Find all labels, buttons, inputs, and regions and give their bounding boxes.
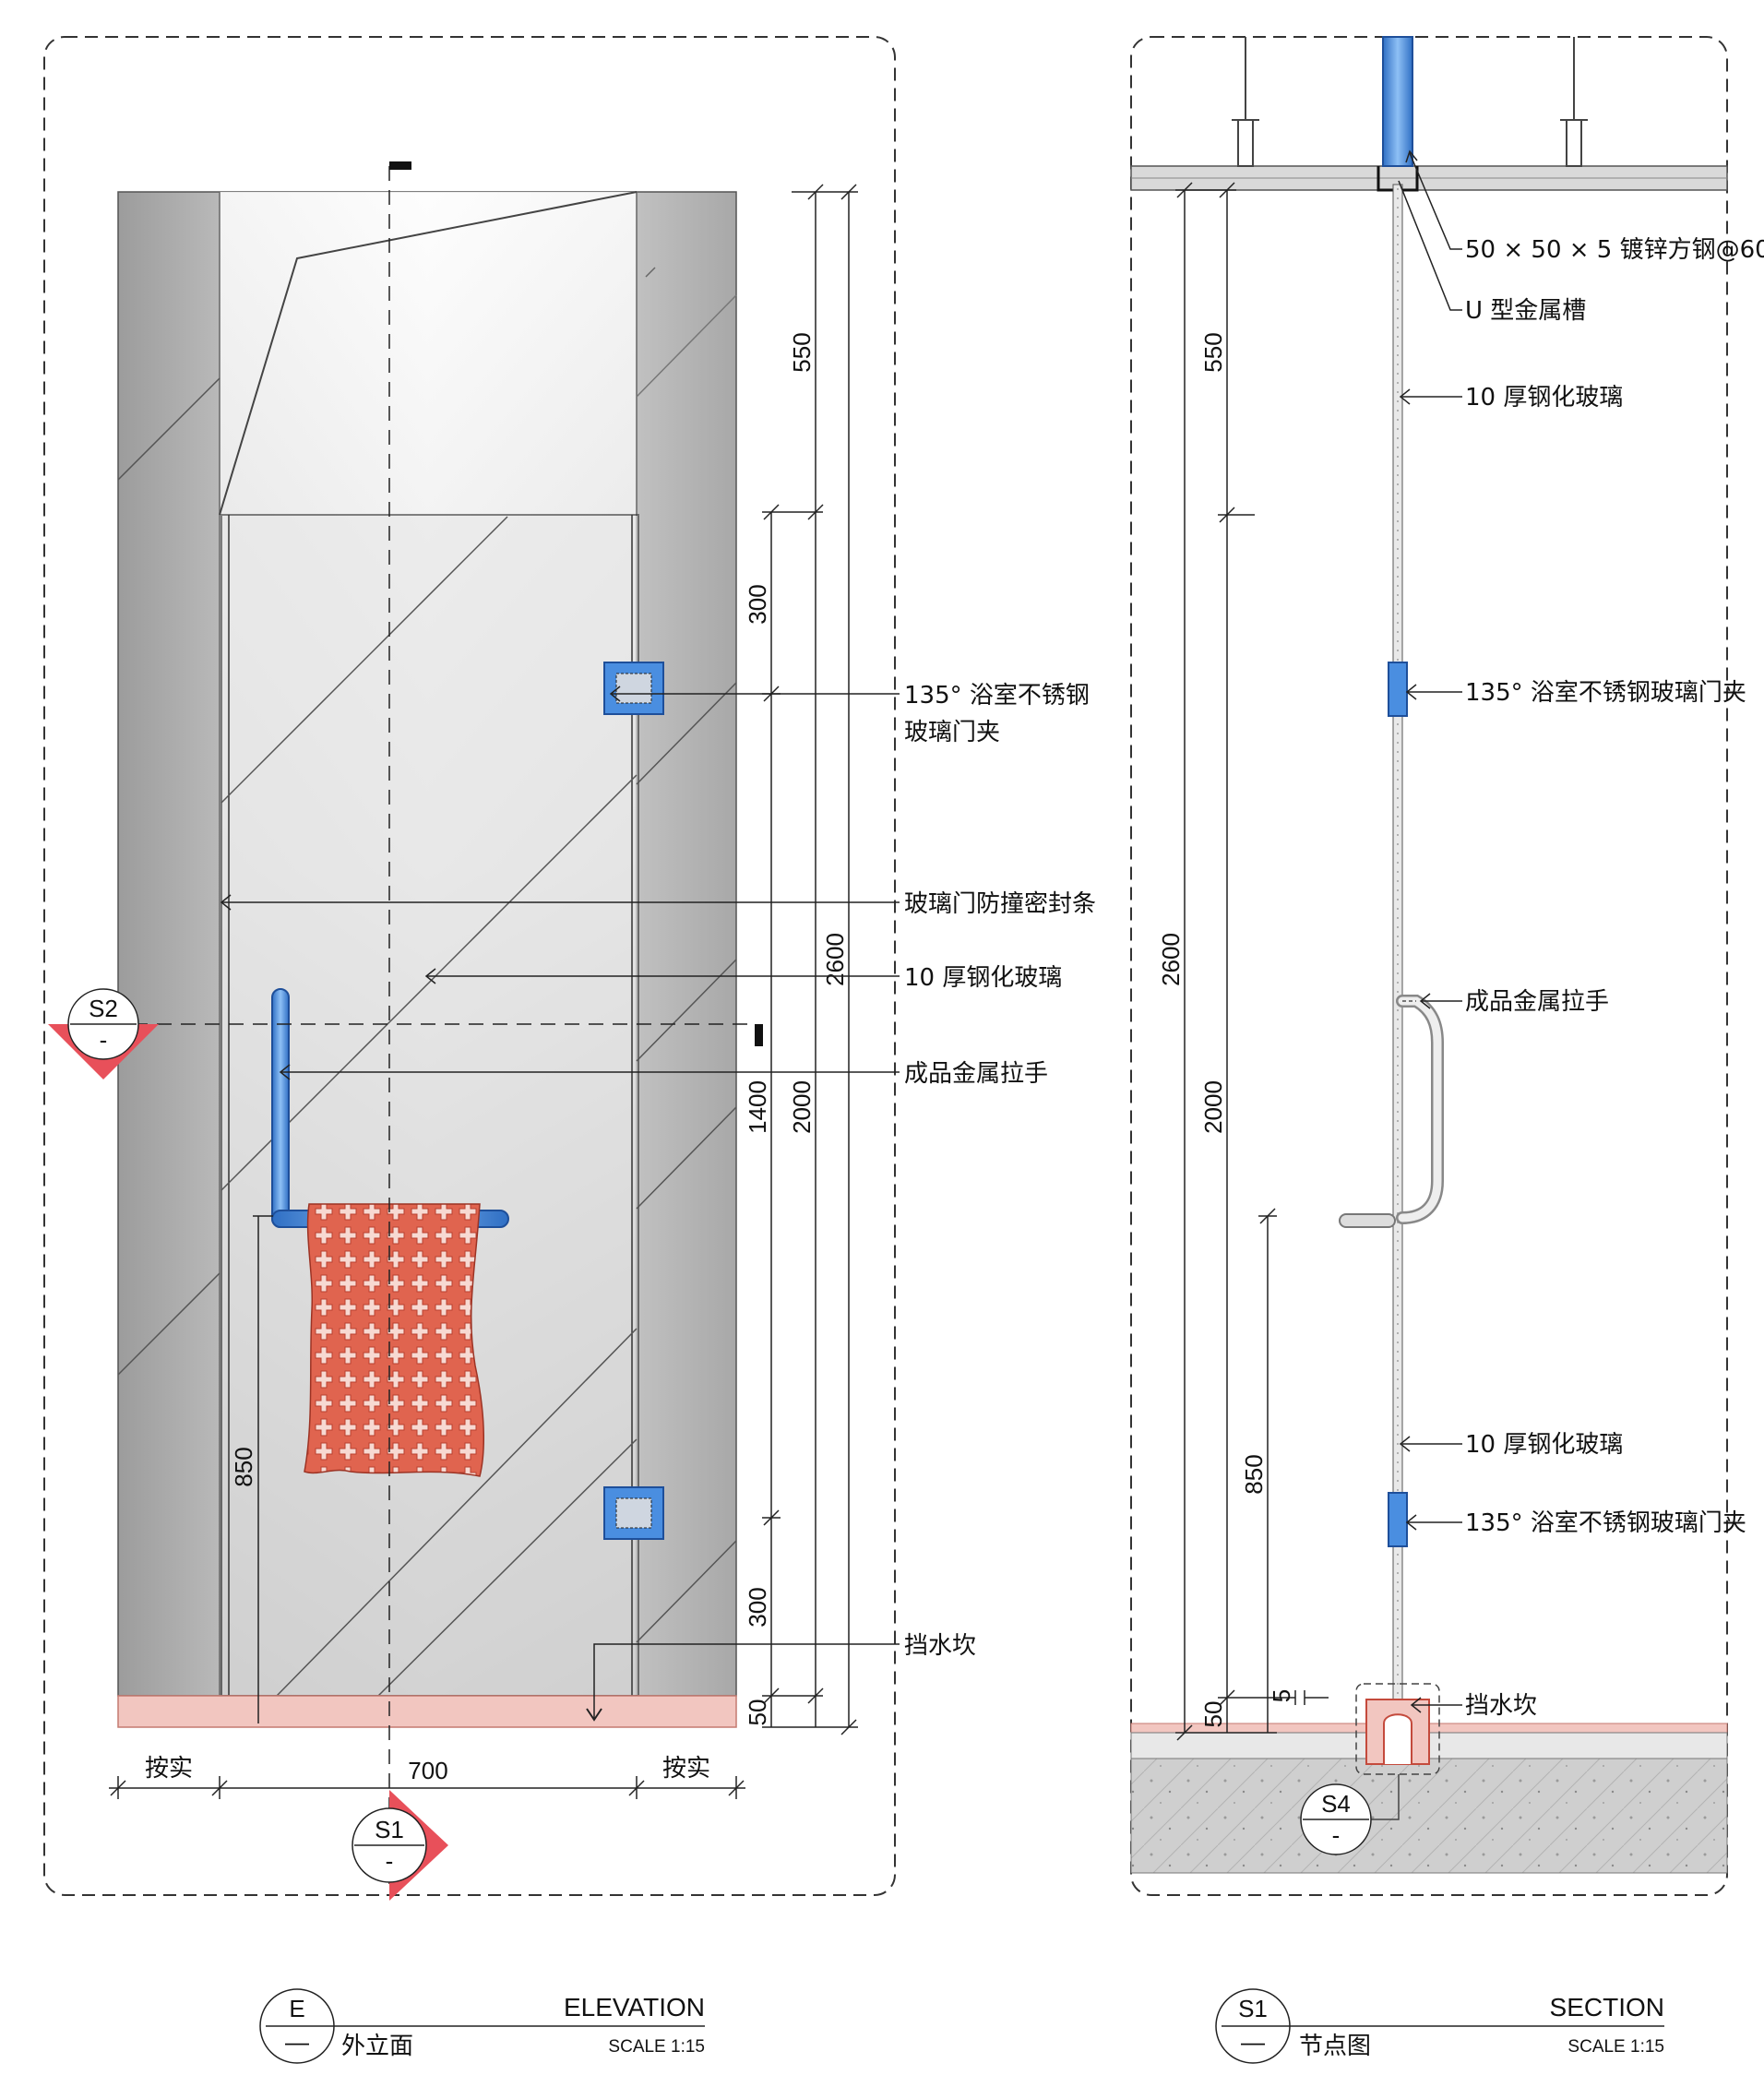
title-section-en: SECTION — [1550, 1993, 1664, 2021]
title-section-cn: 节点图 — [1299, 2033, 1371, 2060]
glass-reflection-lines — [117, 377, 737, 1697]
hinge-lower — [603, 1486, 664, 1540]
dim-as-built-right: 按实 — [662, 1755, 710, 1783]
dim-as-built-left: 按实 — [145, 1755, 193, 1783]
section-dim-850: 850 — [1240, 1454, 1268, 1494]
title-block-elevation: E — ELEVATION 外立面 SCALE 1:15 — [259, 1988, 705, 2064]
callout-hinge-section-top: 135° 浴室不锈钢玻璃门夹 — [1465, 679, 1746, 707]
section-dim-5: 5 — [1268, 1689, 1295, 1702]
dim-2000: 2000 — [788, 1080, 816, 1134]
detail-marker-s4: S4 - — [1300, 1783, 1372, 1855]
title-code-s1: S1 — [1238, 1995, 1268, 2022]
dim-1400: 1400 — [744, 1080, 771, 1134]
section-callout-leaders — [1398, 149, 1462, 1713]
dim-chains-elevation — [762, 184, 858, 1735]
callout-u-channel: U 型金属槽 — [1465, 297, 1586, 325]
svg-text:S4: S4 — [1321, 1790, 1351, 1818]
dim-handle-850: 850 — [230, 1447, 257, 1486]
elevation-view: 850 550 2600 300 1400 300 50 2 — [43, 36, 1096, 1901]
floor-finish — [117, 1695, 737, 1728]
section-frame — [1130, 36, 1728, 1896]
callout-seal-strip: 玻璃门防撞密封条 — [904, 890, 1096, 918]
steel-tube — [1382, 36, 1413, 167]
callout-hinge-elevation-line1: 135° 浴室不锈钢 — [904, 682, 1090, 710]
callout-handle-elevation: 成品金属拉手 — [904, 1060, 1048, 1088]
section-hinge-upper — [1388, 662, 1408, 717]
svg-text:—: — — [1241, 2028, 1265, 2056]
ceiling-hangers — [1232, 37, 1588, 167]
dim-300-top: 300 — [744, 584, 771, 624]
section-dim-550: 550 — [1199, 332, 1227, 372]
callout-hinge-section-bottom: 135° 浴室不锈钢玻璃门夹 — [1465, 1509, 1746, 1537]
svg-text:-: - — [1332, 1821, 1341, 1849]
svg-text:S2: S2 — [89, 995, 118, 1022]
towel — [304, 1203, 484, 1477]
dim-700: 700 — [408, 1757, 447, 1784]
section-dim-50: 50 — [1199, 1701, 1227, 1728]
concrete-slab — [1130, 1758, 1728, 1874]
callout-glass-section-top: 10 厚钢化玻璃 — [1465, 384, 1623, 411]
dim-550: 550 — [788, 332, 816, 372]
dim-50: 50 — [744, 1699, 771, 1726]
svg-text:S1: S1 — [375, 1816, 404, 1843]
section-view: 550 2600 2000 850 50 5 50 × 50 × 5 镀锌方钢@… — [1130, 36, 1764, 1896]
section-marker-s2: S2 - — [48, 988, 159, 1079]
dim-300-bottom: 300 — [744, 1587, 771, 1627]
callout-curb-elevation: 挡水坎 — [904, 1632, 976, 1660]
elevation-frame — [43, 36, 896, 1896]
title-elevation-cn: 外立面 — [341, 2033, 413, 2060]
callout-glass-section-bottom: 10 厚钢化玻璃 — [1465, 1431, 1623, 1459]
svg-text:—: — — [285, 2028, 309, 2056]
section-hinge-lower — [1388, 1492, 1408, 1547]
section-marker-s1: S1 - — [352, 1790, 448, 1901]
section-glass — [1392, 184, 1403, 1708]
callout-curb-section: 挡水坎 — [1465, 1692, 1537, 1720]
section-dim-2600: 2600 — [1157, 933, 1185, 986]
svg-text:-: - — [386, 1847, 394, 1875]
section-handle — [1339, 995, 1444, 1228]
upper-glass-outline — [219, 191, 638, 516]
svg-text:-: - — [100, 1026, 108, 1054]
callout-steel-tube: 50 × 50 × 5 镀锌方钢@600 — [1465, 236, 1764, 264]
dim-2600: 2600 — [821, 933, 849, 986]
door-glass-panel — [220, 514, 639, 1697]
title-block-section: S1 — SECTION 节点图 SCALE 1:15 — [1215, 1988, 1664, 2064]
title-elevation-scale: SCALE 1:15 — [608, 2037, 705, 2057]
title-code-e: E — [289, 1995, 304, 2022]
section-dim-2000: 2000 — [1199, 1080, 1227, 1134]
title-section-scale: SCALE 1:15 — [1567, 2037, 1664, 2057]
hinge-upper — [603, 662, 664, 715]
dim-chains-section — [1175, 182, 1329, 1741]
dim-horizontal-elevation — [109, 1776, 745, 1799]
elevation-callout-leaders — [220, 686, 900, 1080]
callout-glass-elevation: 10 厚钢化玻璃 — [904, 964, 1062, 992]
title-elevation-en: ELEVATION — [564, 1993, 705, 2021]
callout-handle-section: 成品金属拉手 — [1465, 988, 1609, 1016]
callout-hinge-elevation-line2: 玻璃门夹 — [904, 719, 1000, 746]
